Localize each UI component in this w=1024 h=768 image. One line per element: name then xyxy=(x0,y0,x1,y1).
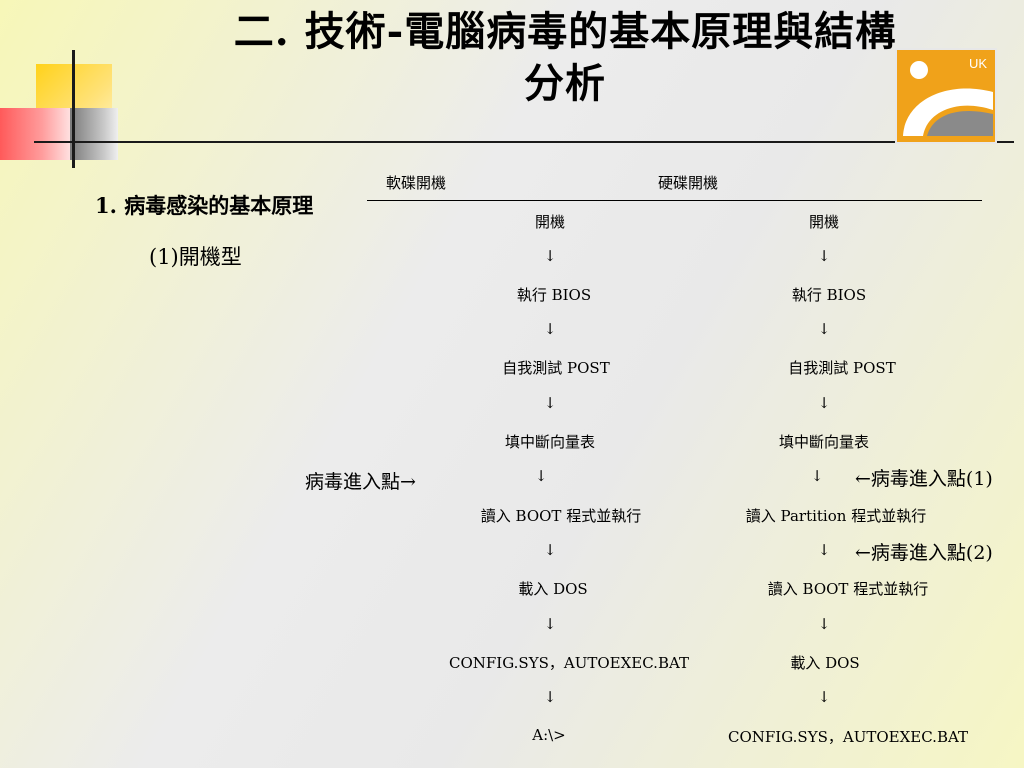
virus-entry-point-left: 病毒進入點→ xyxy=(305,471,416,493)
floppy-step: 執行 BIOS xyxy=(516,286,592,304)
flow-arrow: ↓ xyxy=(817,688,831,706)
hard-step: 載入 DOS xyxy=(790,654,860,672)
decor-gray-block xyxy=(70,108,118,160)
logo-text: UK xyxy=(969,56,987,71)
section-heading: 1. 病毒感染的基本原理 xyxy=(95,193,314,218)
slide-title: 二. 技術-電腦病毒的基本原理與結構 分析 xyxy=(120,6,1010,110)
virus-entry-point-1: ←病毒進入點(1) xyxy=(855,468,993,490)
title-underline xyxy=(34,141,1014,143)
flow-arrow: ↓ xyxy=(543,688,557,706)
floppy-step: 開機 xyxy=(534,213,565,231)
flow-arrow: ↓ xyxy=(817,320,831,338)
hard-step: 填中斷向量表 xyxy=(778,433,869,451)
logo: UK xyxy=(895,48,997,144)
floppy-step: A:\> xyxy=(532,726,566,744)
slide-title-line1: 二. 技術-電腦病毒的基本原理與結構 xyxy=(233,8,897,55)
flow-arrow: ↓ xyxy=(534,467,548,485)
floppy-step: 填中斷向量表 xyxy=(504,433,595,451)
floppy-step: 載入 DOS xyxy=(518,580,588,598)
flow-arrow: ↓ xyxy=(817,247,831,265)
header-divider xyxy=(367,200,982,201)
flow-arrow: ↓ xyxy=(817,394,831,412)
floppy-step: 自我測試 POST xyxy=(502,359,610,377)
hard-step: 自我測試 POST xyxy=(788,359,896,377)
slide-title-line2: 分析 xyxy=(524,60,606,107)
flow-arrow: ↓ xyxy=(543,247,557,265)
floppy-boot-header: 軟碟開機 xyxy=(386,174,447,192)
section-subheading: (1)開機型 xyxy=(149,245,242,269)
flow-arrow: ↓ xyxy=(817,615,831,633)
flow-arrow: ↓ xyxy=(817,541,831,559)
decor-red-block xyxy=(0,108,70,160)
flow-arrow: ↓ xyxy=(543,394,557,412)
flow-arrow: ↓ xyxy=(543,541,557,559)
flow-arrow: ↓ xyxy=(543,320,557,338)
hard-step: 執行 BIOS xyxy=(791,286,867,304)
virus-entry-point-2: ←病毒進入點(2) xyxy=(855,542,993,564)
hard-step: 開機 xyxy=(808,213,839,231)
logo-graphic: UK xyxy=(897,50,995,142)
hard-step: 讀入 BOOT 程式並執行 xyxy=(767,580,929,598)
flow-arrow: ↓ xyxy=(810,467,824,485)
hard-step: CONFIG.SYS，AUTOEXEC.BAT xyxy=(727,728,968,746)
floppy-step: 讀入 BOOT 程式並執行 xyxy=(480,507,642,525)
hard-boot-header: 硬碟開機 xyxy=(658,174,719,192)
floppy-step: CONFIG.SYS，AUTOEXEC.BAT xyxy=(448,654,689,672)
decor-vertical-line xyxy=(72,50,75,168)
flow-arrow: ↓ xyxy=(543,615,557,633)
hard-step: 讀入 Partition 程式並執行 xyxy=(745,507,927,525)
